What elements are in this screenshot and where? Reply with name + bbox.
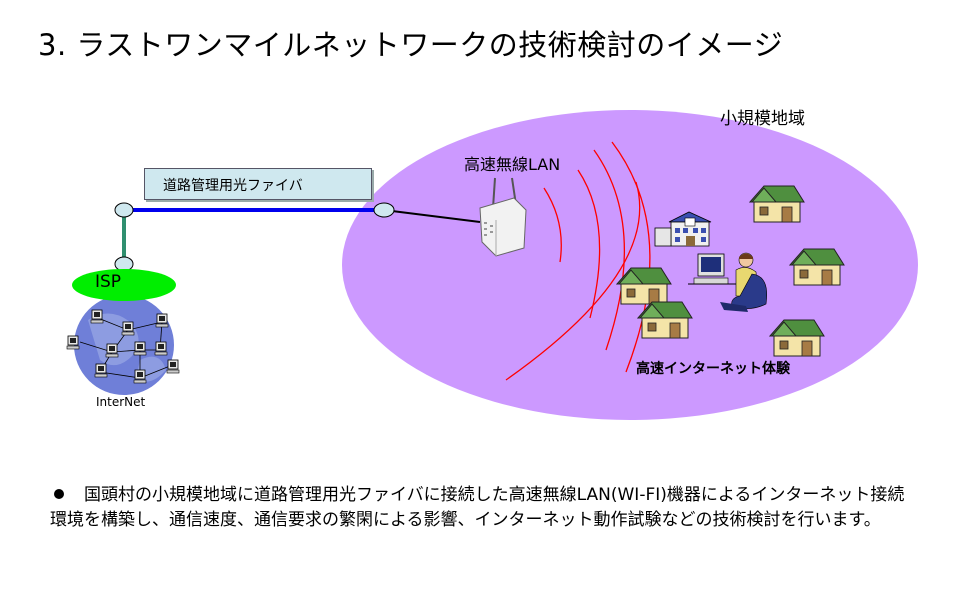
wave-3 [593, 149, 625, 351]
wave-4 [611, 141, 651, 373]
internet-experience-label: 高速インターネット体験 [636, 361, 790, 377]
access-point-icon [479, 177, 527, 257]
fiber-node-right [373, 202, 395, 218]
wave-5 [505, 181, 641, 381]
internet-label: InterNet [96, 395, 146, 409]
wireless-lan-label: 高速無線LAN [464, 155, 561, 174]
fiber-label: 道路管理用光ファイバ [163, 178, 303, 194]
isp-ellipse [72, 269, 176, 301]
fiber-label-box: 道路管理用光ファイバ [144, 168, 372, 200]
bullet-icon [54, 489, 64, 499]
wave-1 [543, 187, 562, 263]
description-text: 国頭村の小規模地域に道路管理用光ファイバに接続した高速無線LAN(WI-FI)機… [50, 485, 905, 530]
school-icon [654, 211, 712, 247]
page-title: 3. ラストワンマイルネットワークの技術検討のイメージ [38, 28, 784, 62]
wave-2 [577, 169, 601, 319]
user-pc-icon [688, 252, 767, 312]
wireless-waves [505, 141, 651, 381]
ap-link-line [383, 209, 481, 223]
globe-network-icon [66, 295, 180, 395]
description-paragraph: 国頭村の小規模地域に道路管理用光ファイバに接続した高速無線LAN(WI-FI)機… [50, 483, 920, 533]
fiber-node-left [114, 202, 134, 218]
small-area-label: 小規模地域 [720, 109, 805, 129]
isp-label: ISP [95, 272, 122, 292]
isp-node-top [114, 256, 134, 272]
